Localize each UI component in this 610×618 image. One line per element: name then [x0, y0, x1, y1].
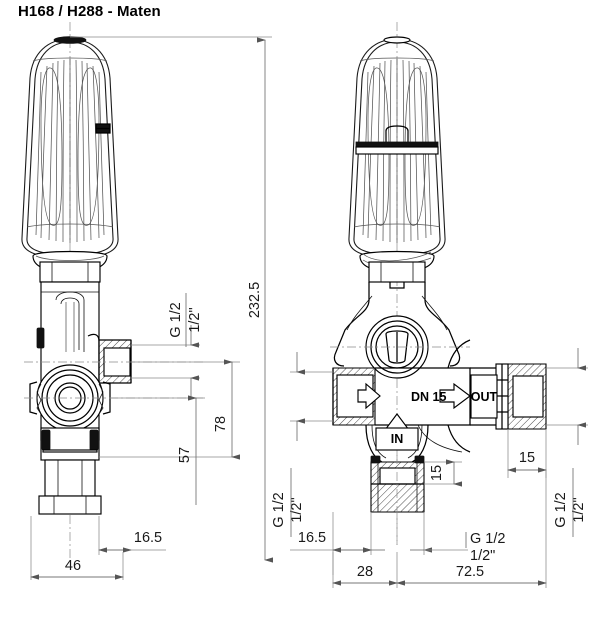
knob-indicator-bar: [355, 141, 439, 148]
bonnet-nut-right: [368, 261, 426, 283]
bonnet-nut-left: [39, 261, 101, 283]
in-label-text: IN: [391, 432, 404, 446]
dim-label-branch-thread-sub: 1/2": [187, 307, 203, 332]
bottom-nut-left: [38, 459, 102, 515]
right-dimension-set: G 1/2 1/2" G 1/2 1/2" 15 15 16.5 G 1/2: [271, 348, 588, 588]
left-assembly-side-view: [21, 22, 205, 560]
flow-arrow-to-out: [439, 382, 471, 410]
dim-label-outlet-thread-sub: 1/2": [571, 497, 587, 522]
dim-label-232-5: 232.5: [247, 282, 263, 318]
dim-label-46: 46: [65, 558, 81, 574]
left-dimension-set: 232.5 G 1/2 1/2" 78 57 16.5 46: [30, 36, 274, 580]
out-port-label-group: OUT: [470, 374, 498, 419]
right-assembly-front-view: OUT DN 15 IN: [330, 22, 547, 545]
dim-label-outlet-thread-main: G 1/2: [553, 492, 569, 527]
dim-label-inlet-thread-main: G 1/2: [271, 492, 287, 527]
flow-arrow-inlet-left: [357, 382, 381, 410]
dim-label-28: 28: [357, 564, 373, 580]
dn-15-label: DN 15: [411, 390, 446, 404]
page-title: H168 / H288 - Maten: [18, 3, 161, 20]
knob-top-cap: [53, 36, 87, 44]
lower-body-left: [40, 427, 100, 461]
dim-label-outlet-15: 15: [519, 450, 535, 466]
out-label-text: OUT: [471, 390, 498, 404]
valve-upper-body-right: [333, 282, 461, 367]
side-branch-left-view: [24, 333, 205, 389]
out-label-box: [470, 374, 498, 419]
dim-label-bottom-15: 15: [429, 465, 445, 481]
dim-label-bottom-thread-main: G 1/2: [470, 531, 505, 547]
in-label-box: [375, 427, 419, 451]
handle-knob-left: [21, 36, 119, 259]
in-port-label-group: IN: [375, 427, 419, 451]
dim-label-branch-thread-main: G 1/2: [168, 302, 184, 337]
dim-label-16-5-right: 16.5: [298, 530, 326, 546]
knob-top-cap-right: [383, 36, 411, 44]
handle-knob-right: [348, 36, 446, 259]
dim-label-57: 57: [177, 447, 193, 463]
dim-label-16-5-left: 16.5: [134, 530, 162, 546]
bottom-inlet-nut-right: [370, 455, 425, 545]
dim-label-78: 78: [213, 416, 229, 432]
dim-label-bottom-thread-sub: 1/2": [470, 548, 495, 564]
dim-label-inlet-thread-sub: 1/2": [289, 497, 305, 522]
dim-label-72-5: 72.5: [456, 564, 484, 580]
